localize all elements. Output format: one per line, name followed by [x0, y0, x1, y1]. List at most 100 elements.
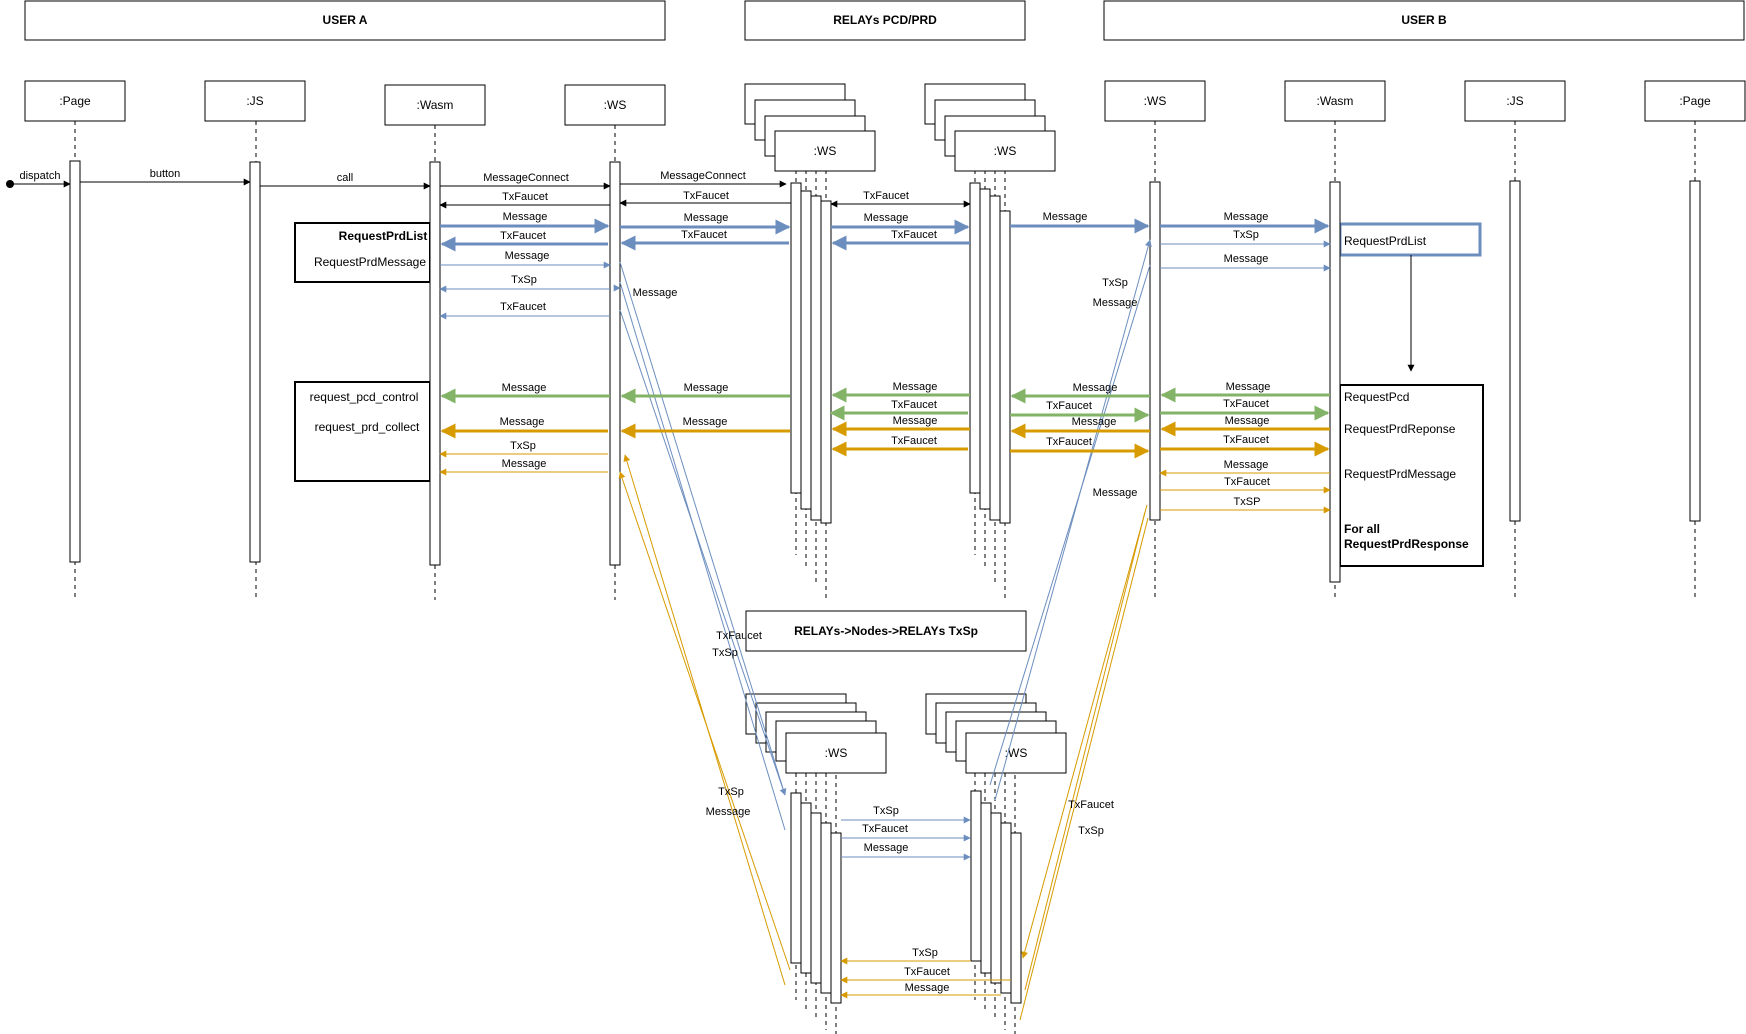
black-arrows — [10, 178, 971, 209]
msg-orange-13: TxSP — [1234, 496, 1261, 508]
msg-blue-8: Message — [1224, 211, 1269, 223]
msg-blue-13: TxFaucet — [500, 301, 546, 313]
note-a-pcd-box — [294, 381, 431, 482]
note-a-prd-collect: request_prd_collect — [315, 420, 420, 434]
lifeline-b-ws-label: :WS — [1144, 94, 1167, 108]
note-b-prd-list: RequestPrdList — [1344, 234, 1427, 248]
msg-green-7: TxFaucet — [1046, 400, 1092, 412]
msg-button: button — [150, 168, 181, 180]
msg-orange-3: Message — [893, 415, 938, 427]
msg-blue-17: TxFaucet — [716, 630, 762, 642]
msg-orange-20: TxFaucet — [904, 966, 950, 978]
msg-orange-1: Message — [500, 416, 545, 428]
orange-labels: Message Message Message Message Message … — [500, 415, 1270, 994]
msg-blue-7: Message — [1043, 211, 1088, 223]
msg-blue-4: TxFaucet — [681, 229, 727, 241]
lifeline-b-ws: :WS — [1104, 80, 1206, 122]
group-user-a-label: USER A — [323, 13, 368, 27]
msg-orange-11: Message — [1224, 459, 1269, 471]
note-a-prd-list: RequestPrdList — [339, 229, 428, 243]
lifeline-a-wasm: :Wasm — [384, 84, 486, 126]
msg-green-8: TxFaucet — [1223, 398, 1269, 410]
msg-orange-12: TxFaucet — [1224, 476, 1270, 488]
lifeline-relay1-ws-label: :WS — [814, 144, 837, 158]
msg-green-5: Message — [1226, 381, 1271, 393]
group-relay-nodes: RELAYs->Nodes->RELAYs TxSp — [745, 610, 1027, 652]
msg-green-2: Message — [684, 382, 729, 394]
msg-blue-12: TxSp — [511, 274, 537, 286]
note-b-pcd: RequestPcd — [1344, 390, 1409, 404]
msg-dispatch: dispatch — [20, 170, 61, 182]
group-user-a: USER A — [24, 0, 666, 41]
msg-blue-5: Message — [864, 212, 909, 224]
note-a-prd-message: RequestPrdMessage — [314, 255, 426, 269]
msg-orange-2: Message — [683, 416, 728, 428]
lifeline-a-ws: :WS — [564, 84, 666, 126]
group-relay-nodes-label: RELAYs->Nodes->RELAYs TxSp — [794, 624, 978, 638]
lifeline-relay2-ws-label: :WS — [994, 144, 1017, 158]
lifeline-node1-ws: :WS — [745, 693, 887, 774]
lifeline-b-wasm: :Wasm — [1284, 80, 1386, 122]
msg-orange-15: TxSp — [718, 786, 744, 798]
msg-blue-11: Message — [505, 250, 550, 262]
orange-thin-arrows — [439, 450, 1331, 1021]
lifeline-b-wasm-label: :Wasm — [1317, 94, 1354, 108]
msg-blue-14: Message — [633, 287, 678, 299]
blue-labels: Message TxFaucet Message TxFaucet Messag… — [500, 211, 1268, 854]
lifeline-b-js-label: :JS — [1506, 94, 1523, 108]
msg-blue-10: Message — [1224, 253, 1269, 265]
msg-blue-2: TxFaucet — [500, 230, 546, 242]
lifeline-a-wasm-label: :Wasm — [417, 98, 454, 112]
lifeline-b-page: :Page — [1644, 80, 1746, 122]
note-a-pcd-control: request_pcd_control — [310, 390, 419, 404]
msg-blue-20: TxFaucet — [862, 823, 908, 835]
msg-orange-9: TxSp — [510, 440, 536, 452]
black-labels: dispatch button call MessageConnect TxFa… — [20, 168, 909, 203]
msg-blue-15: TxSp — [1102, 277, 1128, 289]
msg-orange-18: TxSp — [1078, 825, 1104, 837]
lifeline-b-js: :JS — [1464, 80, 1566, 122]
lifeline-b-page-label: :Page — [1679, 94, 1711, 108]
msg-orange-16: Message — [706, 806, 751, 818]
msg-blue-16: Message — [1093, 297, 1138, 309]
activation-bars — [69, 160, 1701, 1004]
msg-blue-9: TxSp — [1233, 229, 1259, 241]
msg-call: call — [337, 172, 354, 184]
msg-green-6: TxFaucet — [891, 399, 937, 411]
msg-orange-5: Message — [1225, 415, 1270, 427]
msg-orange-6: TxFaucet — [891, 435, 937, 447]
msg-green-4: Message — [1073, 382, 1118, 394]
msg-blue-21: Message — [864, 842, 909, 854]
msg-orange-17: TxFaucet — [1068, 799, 1114, 811]
msg-txfaucet-relay2: TxFaucet — [863, 190, 909, 202]
note-b-for-all-2: RequestPrdResponse — [1344, 537, 1469, 551]
lifeline-a-ws-label: :WS — [604, 98, 627, 112]
msg-orange-8: TxFaucet — [1223, 434, 1269, 446]
msg-blue-3: Message — [684, 212, 729, 224]
lifeline-node2-ws: :WS — [925, 693, 1067, 774]
msg-blue-19: TxSp — [873, 805, 899, 817]
group-user-b: USER B — [1103, 0, 1745, 41]
msg-orange-4: Message — [1072, 416, 1117, 428]
lifeline-relay2-ws: :WS — [924, 83, 1056, 172]
note-b-prd-reponse: RequestPrdReponse — [1344, 422, 1456, 436]
note-b-prd-message: RequestPrdMessage — [1344, 467, 1456, 481]
lifeline-a-js-label: :JS — [246, 94, 263, 108]
msg-blue-1: Message — [503, 211, 548, 223]
lifeline-relay1-ws: :WS — [744, 83, 876, 172]
blue-thin-arrows — [439, 239, 1331, 861]
msg-connect-relay: MessageConnect — [660, 170, 746, 182]
msg-orange-19: TxSp — [912, 947, 938, 959]
group-user-b-label: USER B — [1401, 13, 1447, 27]
msg-blue-18: TxSp — [712, 647, 738, 659]
lifeline-node2-ws-label: :WS — [1005, 746, 1028, 760]
msg-orange-7: TxFaucet — [1046, 436, 1092, 448]
lifeline-a-page: :Page — [24, 80, 126, 122]
msg-txfaucet-relay: TxFaucet — [683, 190, 729, 202]
lifeline-a-js: :JS — [204, 80, 306, 122]
lifeline-node1-ws-label: :WS — [825, 746, 848, 760]
group-relays-label: RELAYs PCD/PRD — [833, 13, 937, 27]
msg-connect-a: MessageConnect — [483, 172, 569, 184]
note-b-for-all-1: For all — [1344, 522, 1380, 536]
